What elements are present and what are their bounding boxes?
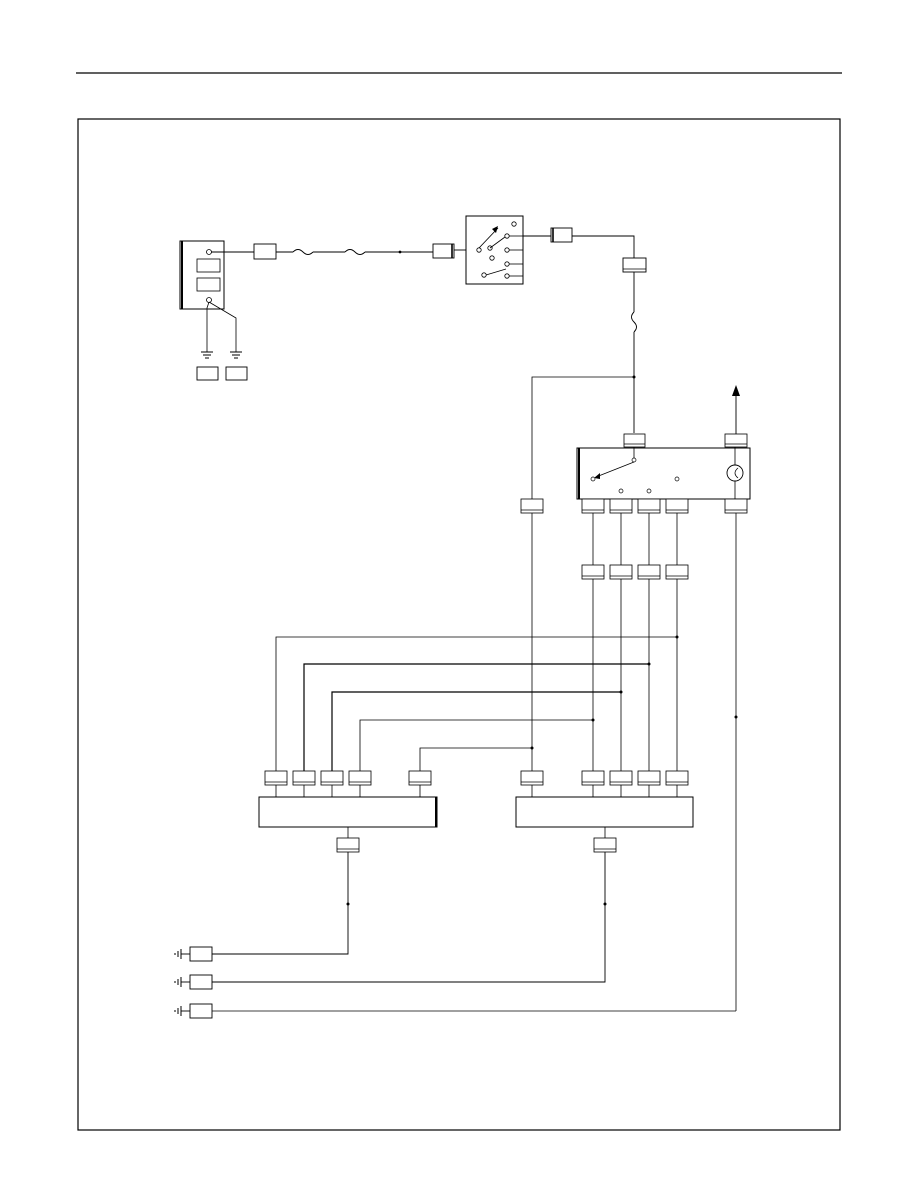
selector-switch-module <box>576 433 751 500</box>
right-unit-ground-wire <box>212 827 617 983</box>
intermediate-connectors <box>581 564 689 580</box>
left-unit-connectors <box>264 770 432 797</box>
connector-main-2 <box>432 243 455 259</box>
module-ground-wires <box>206 301 237 352</box>
right-unit-connectors <box>520 770 689 797</box>
crossover-wires <box>275 635 679 771</box>
diagram-frame <box>77 118 841 1131</box>
continuation-arrow <box>732 385 740 434</box>
connector-ign-out <box>550 227 573 243</box>
ignition-switch <box>465 215 524 285</box>
selector-bottom-connectors <box>520 498 748 514</box>
right-control-unit <box>515 796 694 828</box>
ground-1 <box>196 351 219 381</box>
left-control-unit <box>258 796 438 828</box>
ignition-output-wire <box>523 227 647 499</box>
ground-5 <box>174 1003 213 1019</box>
connector-main-1 <box>253 243 277 260</box>
fuse-2 <box>344 249 366 255</box>
connector-c1 <box>622 257 647 273</box>
main-feed-wire <box>211 243 466 260</box>
power-source-module <box>179 240 225 310</box>
ground-2 <box>225 351 248 381</box>
left-unit-ground-wire <box>212 827 360 955</box>
selector-output-wires <box>531 513 738 1011</box>
right-unit-feed-wires <box>592 579 678 771</box>
fuse-3 <box>631 311 637 333</box>
ground-4 <box>174 974 213 990</box>
ground-3 <box>174 946 213 962</box>
fuse-1 <box>292 249 314 255</box>
